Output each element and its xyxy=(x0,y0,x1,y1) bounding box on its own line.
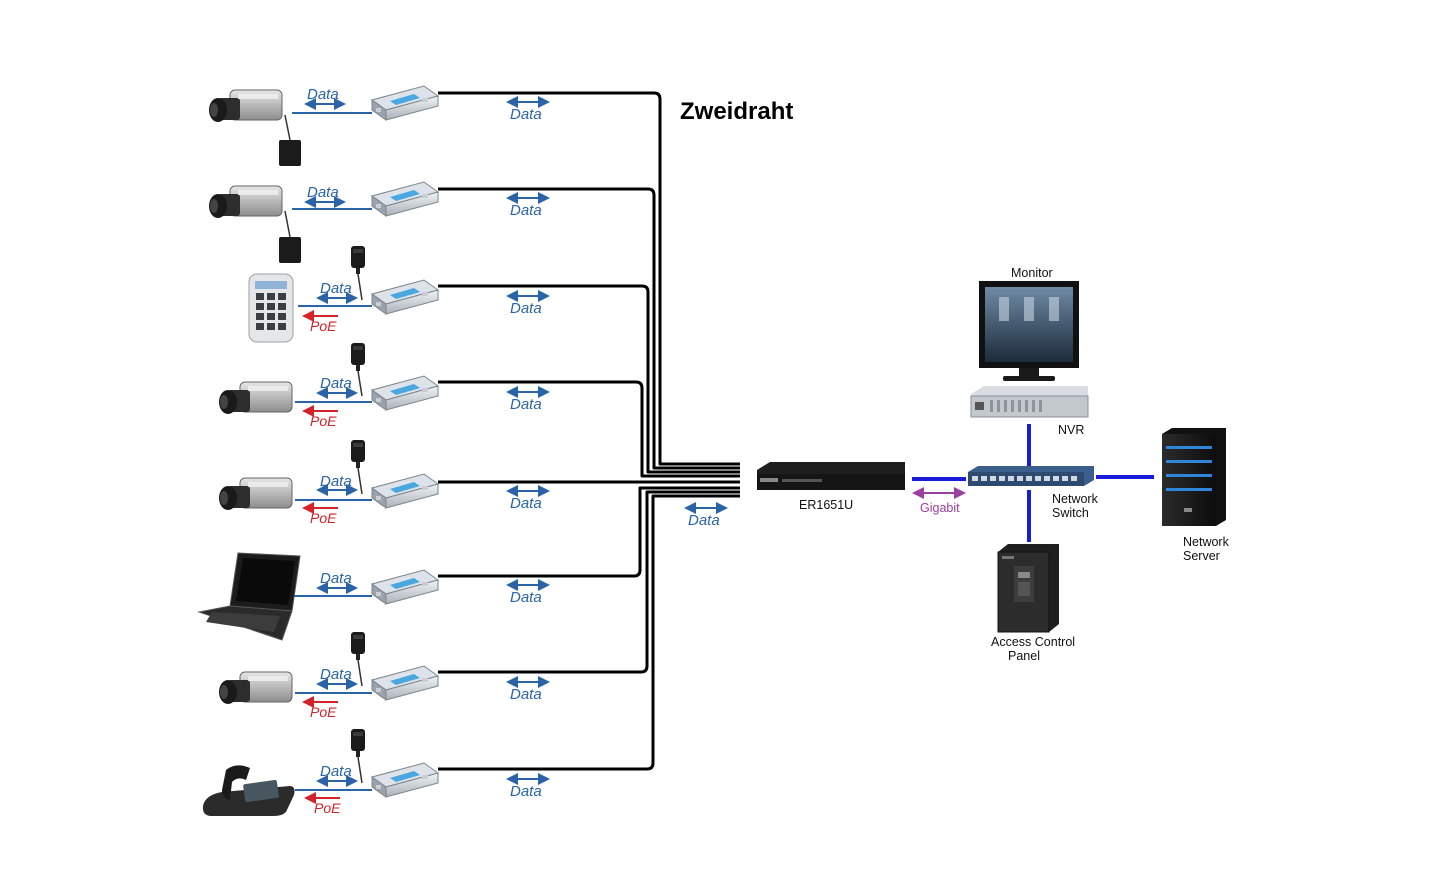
device-data-label: Data xyxy=(320,375,352,392)
power-supply-icon xyxy=(351,440,365,468)
adapter-icon xyxy=(371,569,439,605)
power-supply-icon xyxy=(351,632,365,660)
device-data-label: Data xyxy=(320,280,352,297)
data-label: Data xyxy=(510,686,542,703)
gigabit-label: Gigabit xyxy=(920,501,960,515)
keypad-icon xyxy=(248,273,294,343)
adapter-icon xyxy=(371,762,439,798)
endpoint-row-8: Data PoE xyxy=(202,729,439,816)
er1651u-device: ER1651U xyxy=(757,462,905,512)
endpoint-row-7: Data PoE xyxy=(218,632,439,720)
camera-icon xyxy=(218,477,293,511)
switch-label-line2: Switch xyxy=(1052,506,1089,520)
poe-label: PoE xyxy=(314,800,341,816)
poe-label: PoE xyxy=(310,413,337,429)
er1651u-label: ER1651U xyxy=(799,498,853,512)
ip-phone-icon xyxy=(202,765,295,816)
trunk-data-label: Data xyxy=(688,512,720,529)
device-data-label: Data xyxy=(320,570,352,587)
nvr-icon xyxy=(970,386,1089,418)
adapter-icon xyxy=(371,473,439,509)
camera-icon xyxy=(218,671,293,705)
adapter-icon xyxy=(371,279,439,315)
network-switch: Network Switch xyxy=(968,466,1099,520)
data-label: Data xyxy=(510,396,542,413)
ethernet-links xyxy=(1027,424,1154,542)
access-panel-icon xyxy=(997,544,1059,633)
network-server: Network Server xyxy=(1162,428,1230,563)
poe-label: PoE xyxy=(310,704,337,720)
data-label: Data xyxy=(510,495,542,512)
camera-icon xyxy=(208,89,283,123)
gigabit-link: Gigabit xyxy=(912,477,966,515)
monitor-icon xyxy=(979,281,1079,381)
power-supply-icon xyxy=(351,729,365,757)
device-data-label: Data xyxy=(307,86,339,103)
adapter-icon xyxy=(371,85,439,121)
camera-icon xyxy=(208,185,283,219)
twisted-pair-cables xyxy=(438,91,740,771)
cable-4 xyxy=(438,380,740,478)
server-label-line2: Server xyxy=(1183,549,1220,563)
adapter-icon xyxy=(371,375,439,411)
server-label-line1: Network xyxy=(1183,535,1230,549)
nvr-label: NVR xyxy=(1058,423,1084,437)
data-label: Data xyxy=(510,202,542,219)
panel-label-line1: Access Control xyxy=(991,635,1075,649)
device-data-label: Data xyxy=(307,184,339,201)
data-label: Data xyxy=(510,589,542,606)
poe-label: PoE xyxy=(310,510,337,526)
power-supply-icon xyxy=(351,246,365,274)
diagram-title: Zweidraht xyxy=(680,98,793,125)
endpoint-row-1: Data xyxy=(208,85,439,166)
cable-3 xyxy=(438,284,740,474)
endpoint-row-6: Data xyxy=(197,552,439,641)
monitor-label: Monitor xyxy=(1011,266,1053,280)
endpoint-row-5: Data PoE xyxy=(218,440,439,526)
adapter-icon xyxy=(371,665,439,701)
device-data-label: Data xyxy=(320,763,352,780)
poe-label: PoE xyxy=(310,318,337,334)
server-icon xyxy=(1162,428,1226,526)
panel-label-line2: Panel xyxy=(1008,649,1040,663)
switch-label-line1: Network xyxy=(1052,492,1099,506)
device-data-label: Data xyxy=(320,666,352,683)
nvr: NVR xyxy=(970,386,1089,437)
cable-8 xyxy=(438,494,740,771)
data-label: Data xyxy=(510,300,542,317)
cable-data-labels: Data Data Data Data Data Data Data Data … xyxy=(506,96,728,800)
endpoint-row-2: Data xyxy=(208,181,439,263)
laptop-icon xyxy=(197,552,301,641)
cable-2 xyxy=(438,187,740,470)
adapter-icon xyxy=(371,181,439,217)
power-brick-icon xyxy=(279,237,301,263)
cable-6 xyxy=(438,486,740,578)
power-supply-icon xyxy=(351,343,365,371)
camera-icon xyxy=(218,381,293,415)
cable-7 xyxy=(438,490,740,674)
data-label: Data xyxy=(510,106,542,123)
endpoint-row-4: Data PoE xyxy=(218,343,439,429)
data-label: Data xyxy=(510,783,542,800)
monitor: Monitor xyxy=(979,266,1079,381)
access-control-panel: Access Control Panel xyxy=(991,544,1075,663)
device-data-label: Data xyxy=(320,473,352,490)
cable-1 xyxy=(438,91,740,466)
endpoint-row-3: Data PoE xyxy=(248,246,439,343)
power-brick-icon xyxy=(279,140,301,166)
